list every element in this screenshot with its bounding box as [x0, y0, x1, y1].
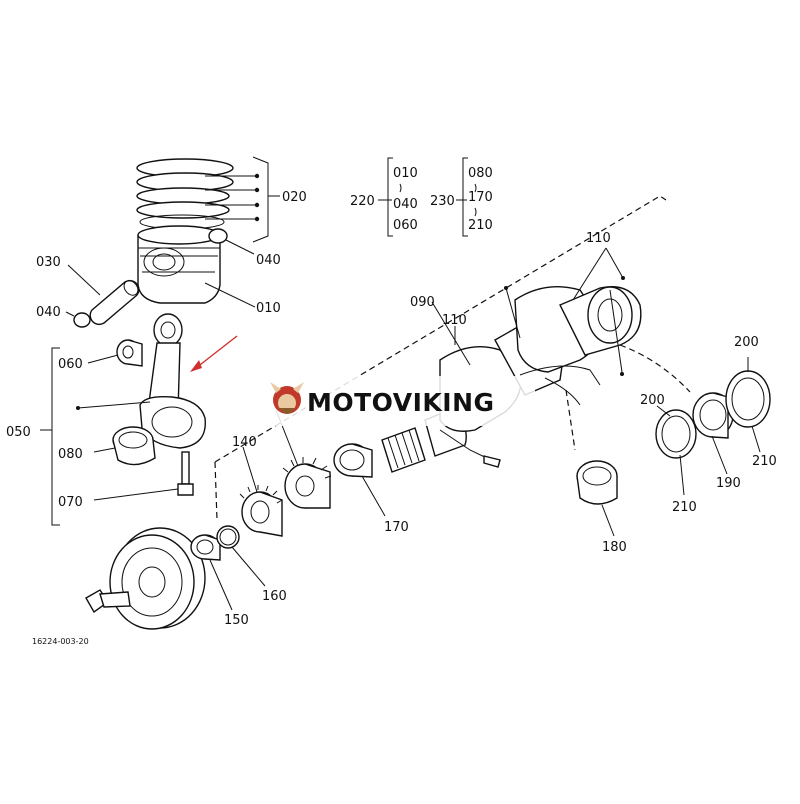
thrust-washer-right: [725, 370, 771, 428]
label-070: 070: [58, 495, 83, 510]
label-010: 010: [256, 301, 281, 316]
label-060: 060: [58, 357, 83, 372]
label-210-left: 210: [672, 500, 697, 515]
piston-rings: [136, 158, 234, 230]
label-200-left: 200: [640, 393, 665, 408]
rod-bolt: [177, 451, 194, 496]
label-020: 020: [282, 190, 307, 205]
label-200-right: 200: [734, 335, 759, 350]
label-040-left: 040: [36, 305, 61, 320]
pointer-arrow: [195, 335, 238, 369]
main-bearing: [576, 460, 618, 505]
group-230: 230 080 170 210: [430, 166, 493, 233]
label-190: 190: [716, 476, 741, 491]
label-090: 090: [410, 295, 435, 310]
thrust-washer-left: [655, 409, 697, 459]
thrust-bearing: [692, 392, 734, 439]
crank-gear: [239, 485, 283, 537]
label-040-right: 040: [256, 253, 281, 268]
small-end-bushing: [116, 339, 143, 367]
watermark: MOTOVIKING: [265, 376, 535, 426]
bracket-050: [51, 347, 60, 526]
group-220-item-1: 010: [393, 166, 418, 181]
label-150: 150: [224, 613, 249, 628]
label-030: 030: [36, 255, 61, 270]
circlip-left: [73, 312, 91, 328]
oil-pump-gear: [282, 457, 332, 509]
connecting-rod: [139, 313, 206, 449]
crank-pulley: [109, 527, 206, 630]
bracket-020: [252, 156, 269, 243]
front-bearing: [333, 443, 373, 478]
group-230-item-1: 080: [468, 166, 493, 181]
o-ring: [216, 525, 240, 549]
group-220-item-3: 060: [393, 218, 418, 233]
group-230-item-2: 170: [468, 190, 493, 205]
diagram-code: 16224-003-20: [32, 637, 89, 646]
crank-pin-bearing: [112, 426, 156, 466]
label-160: 160: [262, 589, 287, 604]
bracket-230: [462, 157, 468, 237]
bracket-220: [387, 157, 393, 237]
label-180: 180: [602, 540, 627, 555]
group-230-item-3: 210: [468, 218, 493, 233]
label-170: 170: [384, 520, 409, 535]
pulley-bolt: [85, 589, 131, 614]
label-110-right: 110: [586, 231, 611, 246]
group-230-label: 230: [430, 194, 455, 209]
group-220-item-2: 040: [393, 197, 418, 212]
circlip-right: [208, 228, 228, 244]
crank-nose: [381, 427, 426, 473]
group-220: 220 010 040 060: [350, 166, 418, 233]
crankshaft-boundary: [214, 195, 667, 463]
label-080: 080: [58, 447, 83, 462]
part-labels: 020 030 040 040 010 060 050 080 070 090 …: [6, 190, 777, 628]
piston: [137, 225, 221, 304]
label-210-right: 210: [752, 454, 777, 469]
label-110-left: 110: [442, 313, 467, 328]
piston-pin: [89, 279, 140, 326]
watermark-text: MOTOVIKING: [307, 388, 495, 417]
collar: [190, 534, 221, 561]
label-050: 050: [6, 425, 31, 440]
viking-logo-icon: [270, 382, 304, 414]
label-140: 140: [232, 435, 257, 450]
group-220-label: 220: [350, 194, 375, 209]
ring-dots: [205, 173, 260, 222]
